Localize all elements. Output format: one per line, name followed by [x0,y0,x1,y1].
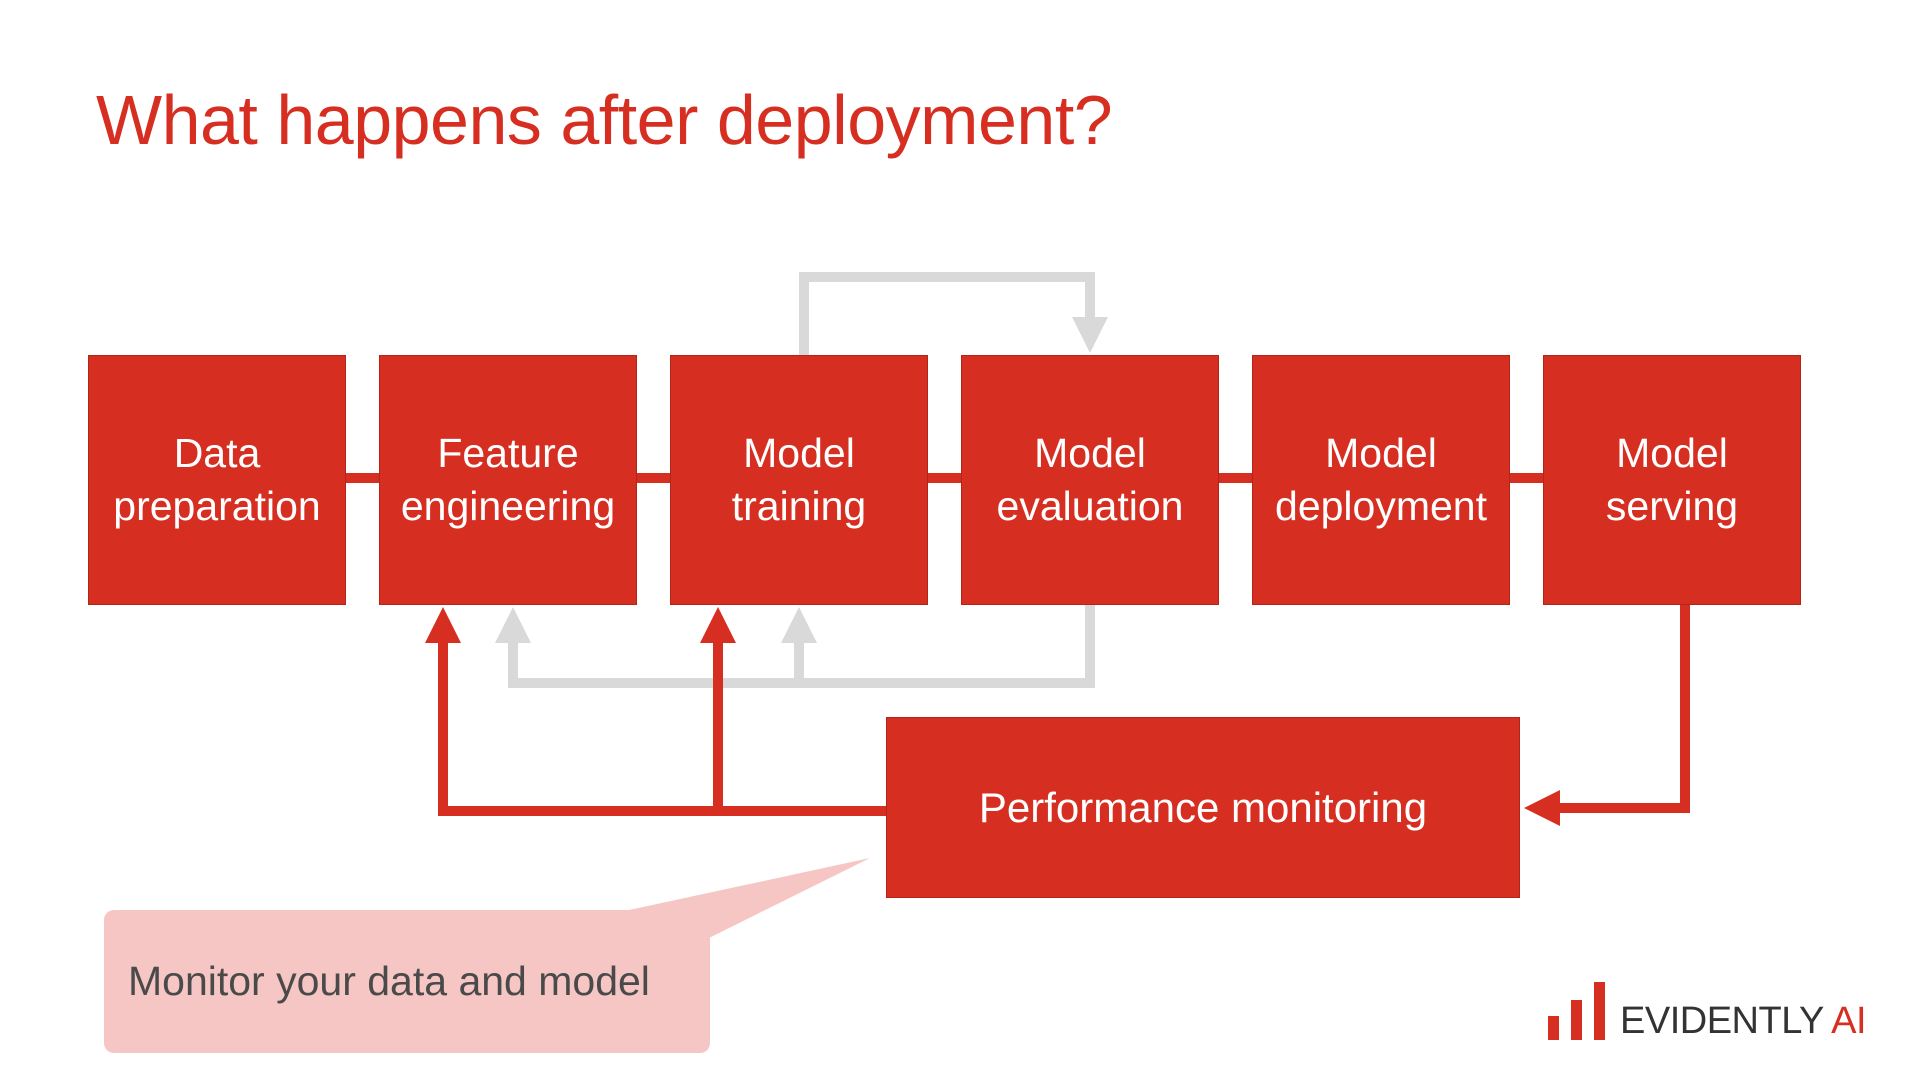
stage-feature-engineering: Feature engineering [379,355,637,605]
logo-name: EVIDENTLY [1620,1000,1824,1042]
logo-accent: AI [1831,1000,1867,1042]
stage-label-line1: Model [1616,429,1728,476]
stage-label-line2: serving [1605,483,1739,529]
stage-label-line2: engineering [400,483,616,529]
stage-label-line1: Data [173,429,261,476]
monitoring-feedback-arrows [425,607,886,816]
logo-bars-icon [1548,982,1606,1040]
stage-label-line2: training [731,483,867,529]
stage-data-preparation: Data preparation [88,355,346,605]
stage-label-line2: evaluation [996,483,1184,529]
logo-wordmark: EVIDENTLY AI [1620,1000,1867,1042]
stage-label-line1: Model [743,429,855,476]
stage-model-deployment: Model deployment [1252,355,1510,605]
stage-model-serving: Model serving [1543,355,1801,605]
performance-monitoring-label: Performance monitoring [978,783,1428,831]
stage-label-line2: preparation [113,483,321,529]
evaluation-feedback-loop [495,605,1095,688]
callout-text: Monitor your data and model [128,958,650,1004]
serving-to-monitoring-arrow [1524,605,1690,826]
training-evaluation-loop [799,272,1108,355]
performance-monitoring-box: Performance monitoring [886,717,1520,898]
evidently-logo: EVIDENTLY AI [1548,980,1867,1042]
slide-title: What happens after deployment? [96,81,1113,159]
stage-label-line1: Model [1034,429,1146,476]
stage-label-line1: Feature [437,429,579,476]
callout: Monitor your data and model [104,910,710,1053]
stage-model-evaluation: Model evaluation [961,355,1219,605]
stage-label-line1: Model [1325,429,1437,476]
stage-label-line2: deployment [1275,483,1487,529]
stage-model-training: Model training [670,355,928,605]
